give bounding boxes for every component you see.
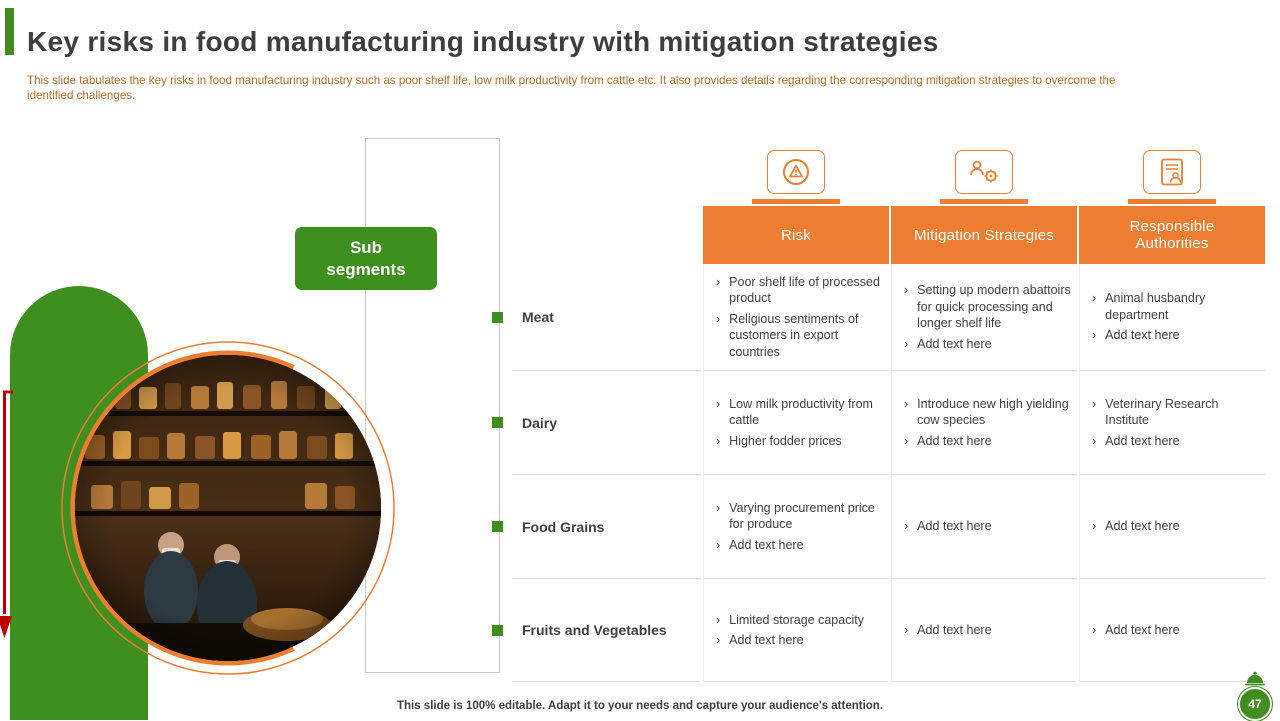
mitigation-column-icon-cell [891, 140, 1077, 206]
bullet-item: Add text here [1092, 433, 1259, 450]
bullet-item: Low milk productivity from cattle [716, 396, 883, 429]
mitigation-cell-dairy: Introduce new high yielding cow species … [891, 370, 1077, 474]
column-header-authorities: Responsible Authorities [1079, 206, 1265, 264]
editable-note: This slide is 100% editable. Adapt it to… [396, 700, 884, 712]
bullet-item: Add text here [904, 433, 1071, 450]
icon-underline-bar [1128, 199, 1216, 204]
sub-segments-label: Sub segments [295, 227, 437, 290]
slide-subtitle: This slide tabulates the key risks in fo… [27, 74, 1116, 103]
risk-column-icon-cell [703, 140, 889, 206]
bullet-item: Limited storage capacity [716, 612, 883, 629]
bullet-item: Add text here [904, 518, 1071, 535]
risk-gauge-icon [767, 150, 825, 194]
bullet-item: Varying procurement price for produce [716, 500, 883, 533]
mitigation-cell-food-grains: Add text here [891, 474, 1077, 578]
sub-segments-text: Sub segments [326, 238, 406, 279]
bullet-item: Add text here [716, 537, 883, 554]
risk-cell-meat: Poor shelf life of processed product Rel… [703, 264, 889, 370]
bullet-item: Veterinary Research Institute [1092, 396, 1259, 429]
icon-underline-bar [752, 199, 840, 204]
page-number-badge: 47 [1237, 671, 1273, 721]
market-scene-illustration [75, 355, 381, 661]
table-spacer [512, 140, 701, 206]
title-accent-bar [5, 8, 14, 55]
risk-table: Risk Mitigation Strategies Responsible A… [512, 140, 1265, 682]
table-spacer [512, 206, 701, 264]
segment-bullet-square [492, 521, 503, 532]
bullet-item: Add text here [904, 622, 1071, 639]
segment-label-meat: Meat [522, 309, 554, 325]
mitigation-cell-fruits-vegetables: Add text here [891, 578, 1077, 682]
segment-bullet-square [492, 625, 503, 636]
risk-cell-food-grains: Varying procurement price for produce Ad… [703, 474, 889, 578]
bullet-item: Religious sentiments of customers in exp… [716, 311, 883, 361]
bullet-item: Add text here [1092, 622, 1259, 639]
bullet-item: Add text here [904, 336, 1071, 353]
segment-bullet-square [492, 417, 503, 428]
bullet-item: Add text here [1092, 518, 1259, 535]
column-header-risk: Risk [703, 206, 889, 264]
authorities-document-icon [1143, 150, 1201, 194]
risk-cell-dairy: Low milk productivity from cattle Higher… [703, 370, 889, 474]
authorities-column-icon-cell [1079, 140, 1265, 206]
red-down-arrow [0, 390, 13, 638]
mitigation-cell-meat: Setting up modern abattoirs for quick pr… [891, 264, 1077, 370]
cloche-icon [1245, 671, 1265, 686]
bullet-item: Animal husbandry department [1092, 290, 1259, 323]
segment-label-dairy: Dairy [512, 370, 701, 474]
authorities-cell-meat: Animal husbandry department Add text her… [1079, 264, 1265, 370]
risk-cell-fruits-vegetables: Limited storage capacity Add text here [703, 578, 889, 682]
segment-label-food-grains: Food Grains [512, 474, 701, 578]
bullet-item: Higher fodder prices [716, 433, 883, 450]
segment-bullet-square [492, 312, 503, 323]
column-header-mitigation: Mitigation Strategies [891, 206, 1077, 264]
slide-title: Key risks in food manufacturing industry… [27, 26, 939, 57]
bullet-item: Poor shelf life of processed product [716, 274, 883, 307]
bullet-item: Add text here [716, 632, 883, 649]
icon-underline-bar [940, 199, 1028, 204]
bullet-item: Setting up modern abattoirs for quick pr… [904, 282, 1071, 332]
vertical-frame [365, 138, 500, 673]
segment-label-fruits-vegetables: Fruits and Vegetables [512, 578, 701, 682]
authorities-cell-dairy: Veterinary Research Institute Add text h… [1079, 370, 1265, 474]
page-number-circle: 47 [1237, 686, 1273, 721]
bullet-item: Introduce new high yielding cow species [904, 396, 1071, 429]
authorities-cell-fruits-vegetables: Add text here [1079, 578, 1265, 682]
authorities-cell-food-grains: Add text here [1079, 474, 1265, 578]
mitigation-team-icon [955, 150, 1013, 194]
market-photo [75, 355, 381, 661]
bullet-item: Add text here [1092, 327, 1259, 344]
